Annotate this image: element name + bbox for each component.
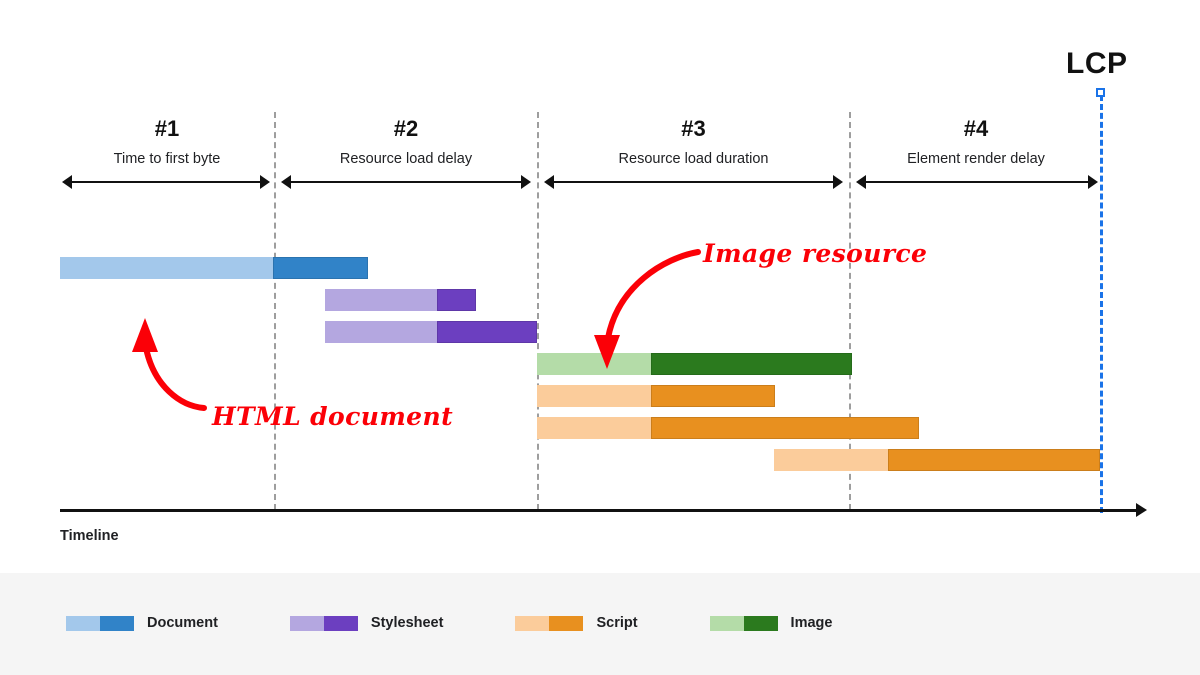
swatch-light bbox=[289, 615, 324, 631]
html-document-annotation-arrow-icon bbox=[132, 318, 207, 411]
phase-description: Resource load duration bbox=[618, 151, 769, 167]
legend-label: Stylesheet bbox=[370, 615, 444, 631]
resource-bar-stylesheet-1 bbox=[325, 289, 476, 311]
bar-segment-light bbox=[537, 417, 651, 439]
phase-number: #1 bbox=[154, 116, 180, 141]
arrow-shaft bbox=[69, 181, 263, 183]
phase-measure-arrow-2 bbox=[281, 175, 531, 189]
bar-segment-light bbox=[325, 321, 437, 343]
timeline-axis-label: Timeline bbox=[60, 528, 119, 544]
resource-bar-image bbox=[537, 353, 852, 375]
arrow-head-right-icon bbox=[1088, 175, 1098, 189]
arrow-shaft bbox=[288, 181, 524, 183]
legend-label: Script bbox=[596, 615, 638, 631]
annotation-image-resource: Image resource bbox=[703, 239, 928, 268]
legend-swatch-stylesheet bbox=[289, 615, 358, 631]
bar-segment-dark bbox=[651, 353, 852, 375]
legend-swatch-script bbox=[515, 615, 584, 631]
lcp-marker-line bbox=[1100, 95, 1103, 513]
resource-bar-document bbox=[60, 257, 368, 279]
bar-segment-dark bbox=[437, 289, 476, 311]
phase-separator-3 bbox=[849, 112, 851, 510]
legend-label: Document bbox=[147, 615, 218, 631]
phase-separator-1 bbox=[274, 112, 276, 510]
legend-footer: Document Stylesheet Script bbox=[0, 573, 1200, 675]
phase-measure-arrow-3 bbox=[544, 175, 843, 189]
timeline-axis-arrow-icon bbox=[1136, 503, 1147, 517]
chart-area: LCP #1 Time to first byte #2 Resource lo… bbox=[60, 47, 1147, 544]
swatch-light bbox=[515, 615, 550, 631]
phase-measure-arrow-4 bbox=[856, 175, 1098, 189]
swatch-dark bbox=[549, 615, 584, 631]
swatch-dark bbox=[323, 615, 358, 631]
legend-item-image: Image bbox=[709, 615, 833, 631]
bar-segment-dark bbox=[651, 417, 919, 439]
arrow-head-right-icon bbox=[521, 175, 531, 189]
phase-number: #4 bbox=[963, 116, 989, 141]
lcp-label: LCP bbox=[1066, 47, 1128, 80]
swatch-dark bbox=[743, 615, 778, 631]
annotation-html-document: HTML document bbox=[212, 402, 454, 431]
bar-segment-light bbox=[537, 353, 651, 375]
resource-bar-script-1 bbox=[537, 385, 775, 407]
legend-item-document: Document bbox=[66, 615, 218, 631]
phase-header-3: #3 Resource load duration bbox=[542, 118, 845, 167]
bar-segment-light bbox=[537, 385, 651, 407]
bar-segment-dark bbox=[888, 449, 1100, 471]
bar-segment-light bbox=[774, 449, 888, 471]
swatch-light bbox=[66, 615, 100, 631]
legend-swatch-image bbox=[709, 615, 778, 631]
resource-bar-script-3 bbox=[774, 449, 1100, 471]
phase-header-4: #4 Element render delay bbox=[854, 118, 1098, 167]
resource-bar-stylesheet-2 bbox=[325, 321, 537, 343]
bar-segment-light bbox=[325, 289, 437, 311]
swatch-light bbox=[709, 615, 744, 631]
phase-separator-2 bbox=[537, 112, 539, 510]
phase-description: Resource load delay bbox=[339, 151, 473, 167]
phase-description: Time to first byte bbox=[113, 151, 221, 167]
bar-segment-dark bbox=[651, 385, 775, 407]
phase-measure-arrow-1 bbox=[62, 175, 270, 189]
legend-label: Image bbox=[790, 615, 833, 631]
resource-bar-script-2 bbox=[537, 417, 919, 439]
arrow-shaft bbox=[863, 181, 1091, 183]
phase-header-2: #2 Resource load delay bbox=[279, 118, 533, 167]
legend-swatch-document bbox=[66, 615, 134, 631]
arrow-shaft bbox=[551, 181, 836, 183]
timeline-axis bbox=[60, 509, 1138, 512]
arrow-head-right-icon bbox=[260, 175, 270, 189]
arrow-head-left-icon bbox=[281, 175, 291, 189]
arrow-head-right-icon bbox=[833, 175, 843, 189]
arrow-head-left-icon bbox=[856, 175, 866, 189]
arrow-head-left-icon bbox=[62, 175, 72, 189]
legend-item-script: Script bbox=[515, 615, 638, 631]
arrow-head-left-icon bbox=[544, 175, 554, 189]
phase-header-1: #1 Time to first byte bbox=[60, 118, 274, 167]
swatch-dark bbox=[100, 615, 134, 631]
bar-segment-dark bbox=[273, 257, 368, 279]
phase-description: Element render delay bbox=[907, 151, 1045, 167]
bar-segment-light bbox=[60, 257, 273, 279]
bar-segment-dark bbox=[437, 321, 537, 343]
phase-number: #2 bbox=[393, 116, 419, 141]
phase-number: #3 bbox=[681, 116, 706, 141]
legend-item-stylesheet: Stylesheet bbox=[289, 615, 444, 631]
image-resource-annotation-arrow-icon bbox=[594, 249, 701, 369]
legend: Document Stylesheet Script bbox=[66, 615, 904, 631]
